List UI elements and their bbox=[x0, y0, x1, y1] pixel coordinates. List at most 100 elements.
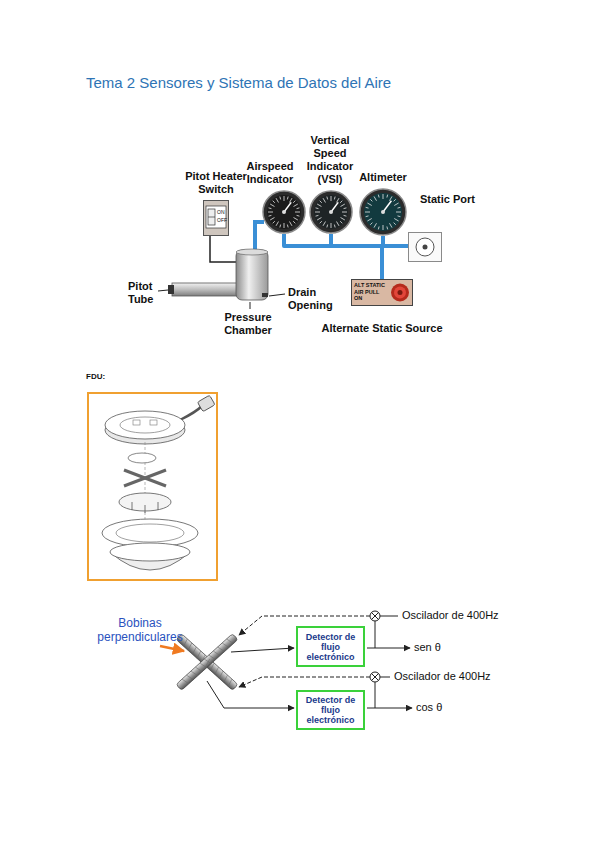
fdu-pin bbox=[158, 502, 159, 510]
alt-static-knob-center bbox=[398, 290, 403, 295]
winding bbox=[182, 678, 189, 685]
page-title: Tema 2 Sensores y Sistema de Datos del A… bbox=[86, 74, 391, 92]
gauge-tick bbox=[297, 215, 300, 217]
gauge-tick bbox=[284, 196, 285, 201]
fdu-housing-top bbox=[105, 411, 185, 439]
gauge-tick bbox=[316, 215, 319, 217]
static-line bbox=[383, 236, 408, 246]
signal-label: sen θ bbox=[414, 641, 441, 654]
gauge-tick bbox=[293, 201, 295, 203]
winding bbox=[227, 679, 234, 686]
winding bbox=[209, 663, 216, 670]
gauge-tick bbox=[378, 226, 380, 229]
winding bbox=[182, 639, 189, 646]
output-line bbox=[367, 648, 410, 649]
mixer-circle bbox=[370, 611, 380, 621]
gauge-tick bbox=[326, 225, 328, 228]
gauge-tick bbox=[320, 201, 322, 203]
heater-wire bbox=[210, 236, 236, 262]
gauge-tick bbox=[397, 215, 400, 217]
gauge-tick bbox=[334, 197, 336, 200]
winding-group bbox=[182, 639, 233, 686]
switch-plate bbox=[206, 206, 226, 228]
gauge-tick bbox=[331, 196, 332, 201]
leader-line bbox=[250, 302, 251, 309]
gauge-tick bbox=[344, 207, 347, 209]
gauge-shape bbox=[359, 188, 407, 236]
pitot-line bbox=[255, 222, 264, 252]
gauge-tick bbox=[287, 197, 289, 200]
gauge-shape bbox=[309, 190, 353, 234]
gauge-tick bbox=[370, 199, 372, 201]
gauge-tick bbox=[293, 221, 295, 223]
gauge-tick bbox=[390, 223, 393, 227]
gauge-tick bbox=[269, 215, 272, 217]
gauge-tick bbox=[268, 212, 273, 213]
node-heading: ALT STATIC AIR PULL ON bbox=[354, 282, 388, 302]
node-heading: Detector de flujo electrónico bbox=[301, 632, 360, 662]
alt-static-panel bbox=[352, 280, 413, 306]
gauge-tick bbox=[366, 207, 369, 209]
airspeed-indicator: Airspeed Indicator bbox=[262, 190, 306, 234]
detector-box: Detector de flujo electrónico bbox=[296, 690, 365, 730]
fdu-cable bbox=[180, 406, 202, 420]
heater-switch: Pitot Heater SwitchONOFF bbox=[203, 200, 229, 236]
gauge-tick bbox=[334, 225, 336, 228]
gauge-tick bbox=[370, 223, 372, 225]
winding bbox=[191, 647, 198, 654]
gauge-tick bbox=[394, 203, 398, 206]
node-heading: Airspeed Indicator bbox=[242, 160, 298, 186]
winding bbox=[227, 638, 234, 645]
gauge-tick bbox=[315, 212, 320, 213]
winding bbox=[195, 666, 202, 673]
output-line bbox=[367, 708, 412, 709]
signal-label: Oscilador de 400Hz bbox=[394, 670, 491, 683]
part-label: Pitot Tube bbox=[128, 280, 168, 306]
altimeter: Altimeter bbox=[359, 188, 407, 236]
gauge-tick bbox=[270, 204, 274, 207]
gauge-tick bbox=[397, 207, 400, 209]
gauge-tick bbox=[386, 195, 388, 198]
signal-line bbox=[375, 621, 376, 648]
gauge-tick bbox=[331, 223, 332, 228]
part-label: Pressure Chamber bbox=[216, 311, 280, 337]
gauge-tick bbox=[297, 207, 300, 209]
port-hole bbox=[423, 245, 428, 250]
gauge-tick bbox=[337, 222, 340, 226]
gauge-tick bbox=[273, 221, 275, 223]
winding bbox=[222, 675, 229, 682]
node-heading: Vertical Speed Indicator (VSI) bbox=[301, 134, 359, 186]
gauge-hub bbox=[282, 210, 286, 214]
gauge-tick bbox=[295, 212, 300, 213]
gauge-tick bbox=[326, 197, 328, 200]
gauge-tick bbox=[273, 201, 275, 203]
gauge-face bbox=[314, 195, 348, 229]
gauge-hub bbox=[381, 210, 385, 214]
gauge-face bbox=[364, 193, 402, 231]
chamber-top bbox=[236, 249, 268, 255]
gauge-tick bbox=[279, 197, 281, 200]
gauge-tick bbox=[365, 212, 370, 213]
gauge-tick bbox=[290, 198, 293, 202]
gauge-tick bbox=[374, 223, 377, 227]
gauge-tick bbox=[284, 223, 285, 228]
fdu-terminal bbox=[150, 420, 157, 425]
oscillator-line bbox=[380, 616, 398, 617]
pitot-tube bbox=[172, 283, 242, 296]
gauge-tick bbox=[323, 222, 326, 226]
fdu-frame bbox=[88, 393, 217, 580]
gauge-bezel bbox=[263, 191, 305, 233]
gauge-face bbox=[267, 195, 301, 229]
gauge-tick bbox=[396, 212, 401, 213]
gauge-tick bbox=[270, 218, 274, 221]
fdu-connector bbox=[197, 395, 215, 412]
coil-label: Bobinas perpendiculares bbox=[80, 616, 200, 644]
fdu-bowl-rim bbox=[110, 543, 190, 561]
fdu-part bbox=[128, 453, 156, 463]
excitation-line bbox=[239, 677, 370, 687]
gauge-tick bbox=[344, 215, 347, 217]
gauge-tick bbox=[320, 221, 322, 223]
gauge-tick bbox=[342, 212, 347, 213]
signal-line bbox=[375, 682, 376, 708]
gauge-tick bbox=[394, 219, 398, 222]
